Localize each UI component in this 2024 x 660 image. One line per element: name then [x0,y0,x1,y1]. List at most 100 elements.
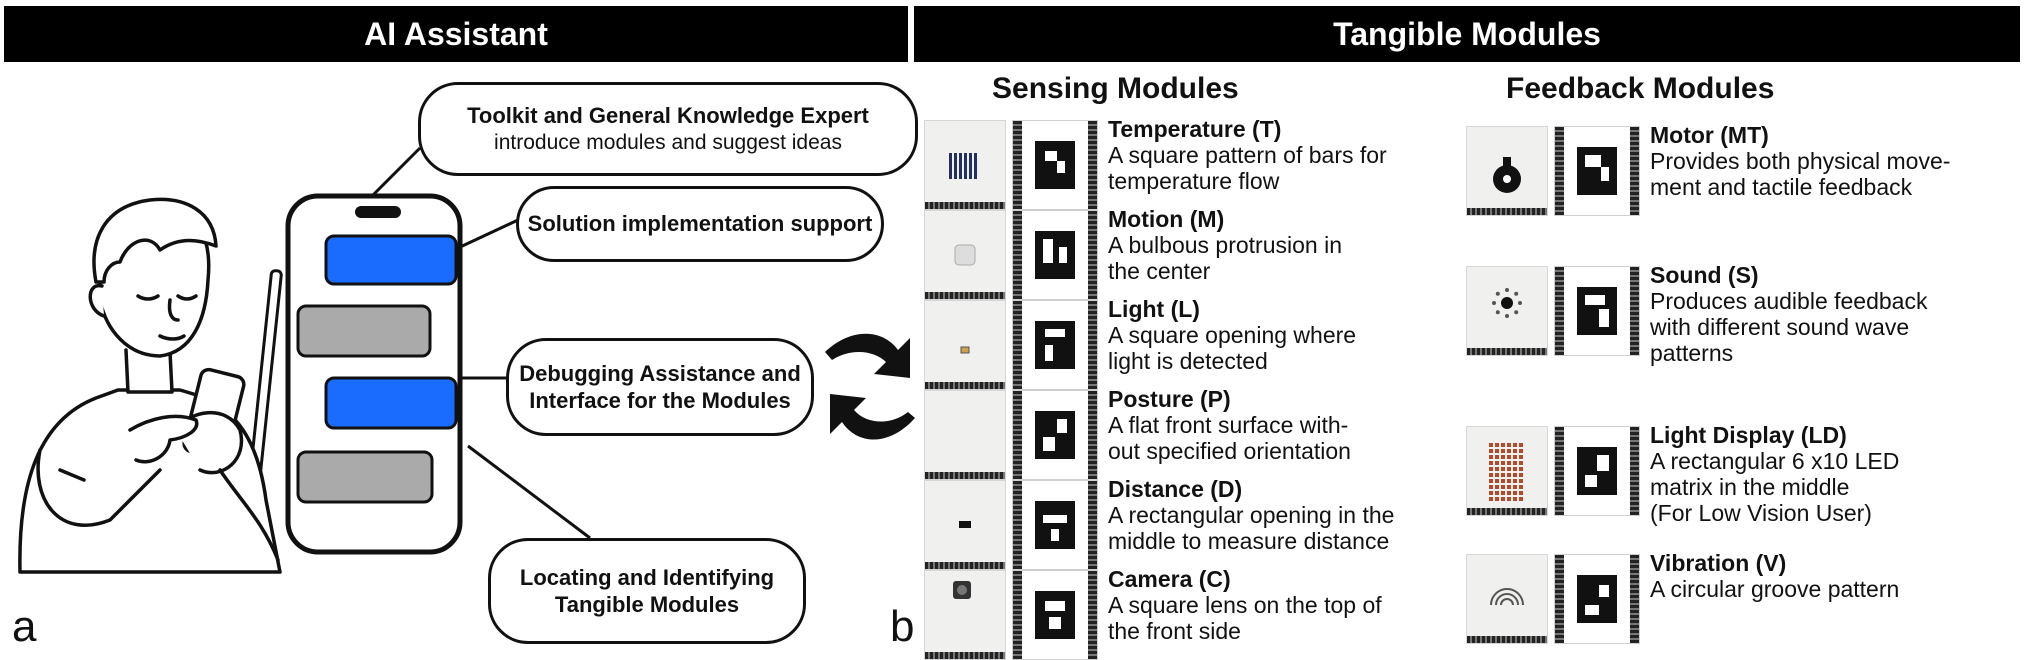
module-description-line: A rectangular opening in the [1108,502,1395,528]
module-description-line: with different sound wave [1650,314,1910,340]
module-photo [1466,426,1548,516]
module-marker-tag [1012,570,1098,660]
connector-line-2 [457,218,519,250]
module-name: Temperature (T) [1108,116,1282,142]
module-photo [924,300,1006,390]
panel-label-a: a [12,602,37,651]
module-description-line: matrix in the middle [1650,474,1850,500]
ai-assistant-banner: AI Assistant [4,6,908,62]
module-photo [924,480,1006,570]
module-feature-icon [1492,288,1522,318]
panel-label-b: b [890,602,915,651]
bubble-solution-support-title: Solution implementation support [527,211,873,237]
assistant-illustration [18,146,591,574]
module-feature-icon [1489,443,1523,501]
module-photo [924,570,1006,660]
module-name: Camera (C) [1108,566,1231,592]
chat-bubble-blue-1 [324,234,458,286]
module-marker-tag [1554,126,1640,216]
module-name: Motion (M) [1108,206,1225,232]
tangible-modules-banner: Tangible Modules [914,6,2020,62]
module-name: Motor (MT) [1650,122,1769,148]
module-description-line: patterns [1650,340,1734,366]
bubble-knowledge-expert-subtitle: introduce modules and suggest ideas [494,130,842,154]
bubble-locating: Locating and Identifying Tangible Module… [488,538,806,644]
arrow-to-assistant-icon [830,394,915,440]
bubble-debugging: Debugging Assistance and Interface for t… [506,338,814,436]
module-description-line: out specified orientation [1108,438,1351,464]
module-marker-tag [1012,480,1098,570]
module-description-line: A square pattern of bars for [1108,142,1387,168]
module-feature-icon [949,153,977,179]
module-feature-icon [953,581,971,599]
module-description-line: A square lens on the top of [1108,592,1382,618]
module-feature-icon [959,521,971,528]
module-name: Distance (D) [1108,476,1243,502]
smartphone [285,193,463,555]
module-marker-tag [1012,120,1098,210]
person-figure [18,197,282,574]
module-description-line: A circular groove pattern [1650,576,1900,602]
chat-bubble-blue-2 [324,376,458,430]
bubble-solution-support: Solution implementation support [516,186,884,262]
arrow-to-modules-icon [825,333,910,378]
module-description-line: A rectangular 6 x10 LED [1650,448,1900,474]
module-feature-icon [925,391,1005,479]
module-name: Vibration (V) [1650,550,1787,576]
module-feature-icon [1490,588,1524,606]
module-name: Posture (P) [1108,386,1231,412]
module-description-line: light is detected [1108,348,1268,374]
module-description-line: the front side [1108,618,1241,644]
module-marker-tag [1554,426,1640,516]
module-text: Temperature (T)A square pattern of bars … [1108,116,1448,194]
module-description-line: temperature flow [1108,168,1280,194]
chat-bubble-gray-2 [296,450,434,504]
module-marker-tag [1554,554,1640,644]
module-description-line: ment and tactile feedback [1650,174,1913,200]
module-text: Distance (D)A rectangular opening in the… [1108,476,1448,554]
module-text: Posture (P)A flat front surface with-out… [1108,386,1448,464]
module-description-line: A square opening where [1108,322,1357,348]
bubble-debugging-line1: Debugging Assistance and [519,360,801,386]
feedback-modules-title: Feedback Modules [1506,72,1775,105]
exchange-arrows [825,333,915,440]
module-text: Motor (MT)Provides both physical move-me… [1650,122,1990,200]
bubble-knowledge-expert-title: Toolkit and General Knowledge Expert [467,103,869,129]
module-photo [1466,126,1548,216]
module-marker-tag [1012,300,1098,390]
module-photo [924,210,1006,300]
module-description-line: A flat front surface with- [1108,412,1349,438]
module-description-line: A bulbous protrusion in [1108,232,1342,258]
module-photo [1466,554,1548,644]
bubble-locating-line2: Tangible Modules [554,592,740,617]
module-name: Light (L) [1108,296,1200,322]
connector-line-1 [370,146,422,198]
module-photo [924,390,1006,480]
module-name: Sound (S) [1650,262,1759,288]
module-description-line: middle to measure distance [1108,528,1390,554]
module-description-line: the center [1108,258,1211,284]
module-feature-icon [960,346,970,354]
module-marker-tag [1012,390,1098,480]
bubble-locating-line1: Locating and Identifying [519,564,775,590]
bubble-knowledge-expert: Toolkit and General Knowledge Expert int… [418,82,918,176]
module-text: Light Display (LD)A rectangular 6 x10 LE… [1650,422,1990,526]
module-photo [1466,266,1548,356]
module-marker-tag [1554,266,1640,356]
chat-bubble-gray-1 [296,304,432,358]
sensing-modules-title: Sensing Modules [992,72,1239,105]
bubble-debugging-line2: Interface for the Modules [529,388,791,413]
module-marker-tag [1012,210,1098,300]
module-text: Vibration (V)A circular groove pattern [1650,550,1990,602]
module-name: Light Display (LD) [1650,422,1847,448]
module-feature-icon [954,244,976,266]
module-photo [924,120,1006,210]
module-feature-icon [1493,157,1521,193]
module-description-line: Produces audible feedback [1650,288,1928,314]
connector-line-4 [467,444,591,540]
module-description-line: Provides both physical move- [1650,148,1951,174]
